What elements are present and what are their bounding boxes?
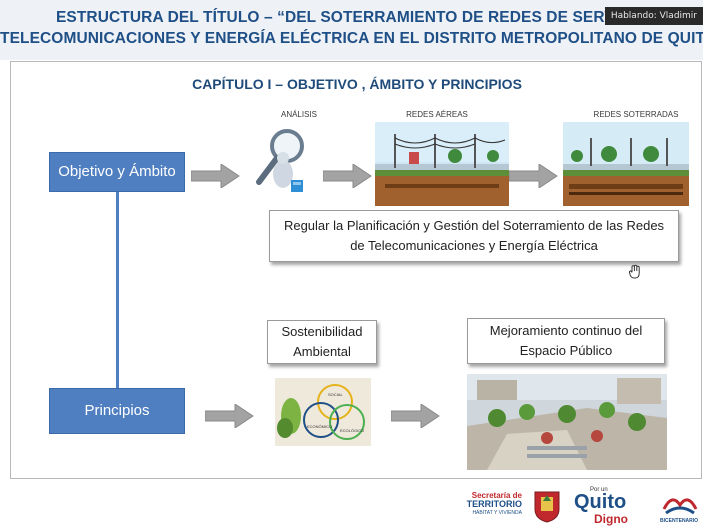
sustainability-venn-image: SOCIAL ECONÓMICO ECOLÓGICO: [275, 378, 371, 446]
speaking-indicator: Hablando: Vladimir: [604, 7, 703, 25]
secretaria-logo: Secretaría de TERRITORIO HÁBITAT Y VIVIE…: [460, 491, 522, 518]
footer-logos: Secretaría de TERRITORIO HÁBITAT Y VIVIE…: [460, 487, 703, 527]
hand-cursor-icon: [627, 264, 643, 283]
secretaria-line1: Secretaría de: [471, 491, 522, 500]
step-label-underground: REDES SOTERRADAS: [593, 110, 679, 119]
slide-canvas: CAPÍTULO I – OBJETIVO , ÁMBITO Y PRINCIP…: [10, 61, 702, 479]
chapter-title: CAPÍTULO I – OBJETIVO , ÁMBITO Y PRINCIP…: [192, 76, 522, 92]
bicentenario-label: BICENTENARIO: [660, 518, 699, 524]
public-space-box: Mejoramiento continuo del Espacio Públic…: [467, 318, 665, 364]
arrow-right-icon: [191, 164, 240, 188]
arrow-right-icon: [205, 404, 254, 428]
quito-digno-word: Digno: [594, 512, 628, 526]
aerial-networks-image: [375, 122, 509, 206]
sustainability-box: Sostenibilidad Ambiental: [267, 320, 377, 364]
underground-networks-image: [563, 122, 689, 206]
principles-box: Principios: [49, 388, 185, 434]
secretaria-line2: TERRITORIO: [466, 499, 522, 509]
venn-label-social: SOCIAL: [328, 392, 343, 397]
arrow-right-icon: [391, 404, 440, 428]
magnifier-analysis-icon: [256, 129, 304, 192]
arrow-right-icon: [509, 164, 558, 188]
secretaria-line3: HÁBITAT Y VIVIENDA: [472, 510, 522, 516]
step-label-aerial: REDES AÉREAS: [406, 110, 468, 119]
title-bar: [0, 0, 703, 60]
slide-title-line-2: TELECOMUNICACIONES Y ENERGÍA ELÉCTRICA E…: [0, 30, 703, 47]
quito-small: Por un: [590, 487, 608, 493]
bicentenario-emblem-icon: [662, 498, 698, 515]
arrow-right-icon: [323, 164, 372, 188]
objective-scope-box: Objetivo y Ámbito: [49, 152, 185, 192]
venn-label-economic: ECONÓMICO: [307, 424, 333, 429]
public-space-plaza-image: [467, 374, 667, 470]
connector-line: [116, 192, 119, 388]
slide-title-line-1: ESTRUCTURA DEL TÍTULO – “DEL SOTERRAMIEN…: [55, 9, 648, 26]
quito-word: Quito: [574, 491, 627, 513]
step-label-analysis: ANÁLISIS: [280, 110, 317, 119]
venn-label-ecological: ECOLÓGICO: [340, 428, 365, 433]
quito-digno-logo: Por un Quito Digno: [572, 487, 636, 526]
regulation-statement-box: Regular la Planificación y Gestión del S…: [269, 210, 679, 262]
quito-coat-of-arms-icon: [534, 491, 560, 523]
